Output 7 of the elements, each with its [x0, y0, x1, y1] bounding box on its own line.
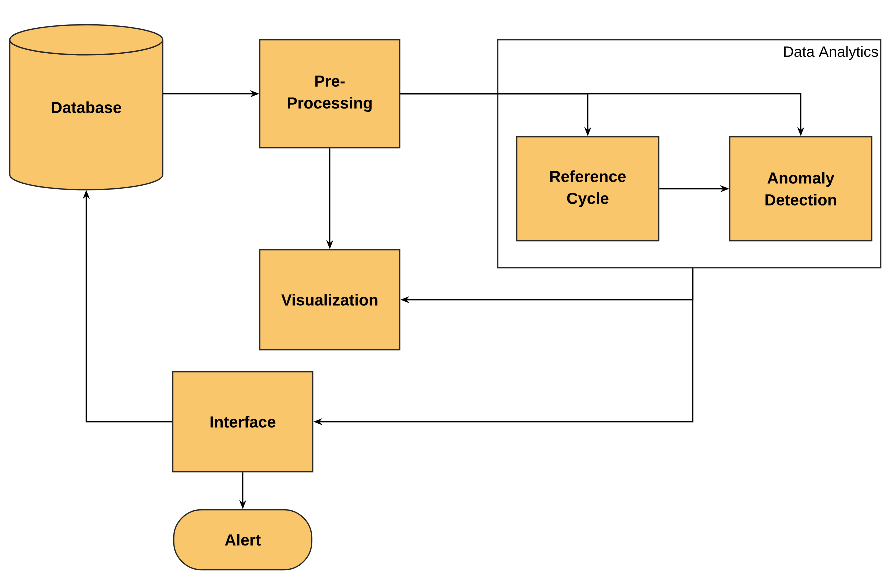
process-box: Visualization — [259, 249, 401, 351]
process-box: Pre-Processing — [259, 39, 401, 149]
process-box: Reference Cycle — [516, 136, 660, 242]
process-box: Anomaly Detection — [729, 136, 873, 242]
process-box: Interface — [172, 371, 314, 473]
terminal-box: Alert — [173, 509, 313, 571]
database-cylinder: Database — [9, 24, 164, 191]
